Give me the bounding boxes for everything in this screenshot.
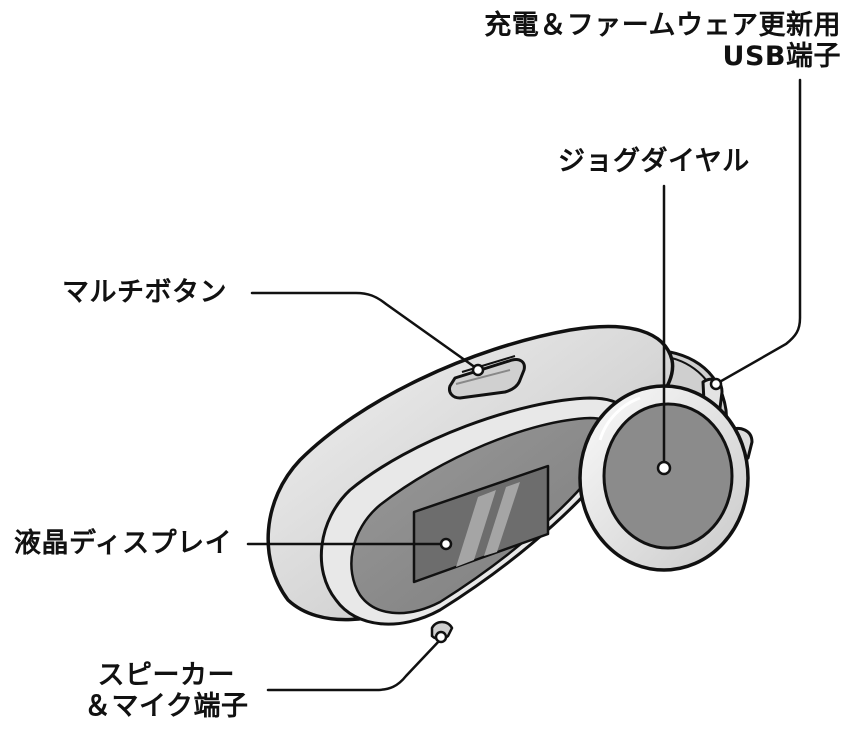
speaker-mic-label-line2: ＆マイク端子 bbox=[84, 691, 249, 722]
lcd-reflection-1 bbox=[456, 490, 496, 567]
speaker-mic-label: スピーカー ＆マイク端子 bbox=[84, 660, 248, 722]
multi-button-label: マルチボタン bbox=[62, 277, 227, 308]
usb-leader-line bbox=[714, 78, 802, 386]
usb-port-label-line2: USB端子 bbox=[722, 41, 841, 72]
usb-leader-dot bbox=[709, 377, 723, 391]
lcd-leader-dot bbox=[439, 537, 453, 551]
lcd-reflection-2 bbox=[484, 482, 520, 556]
jog-dial-label: ジョグダイヤル bbox=[558, 146, 750, 177]
multi-button-leader-dot bbox=[471, 363, 485, 377]
speaker-mic-label-line1: スピーカー bbox=[97, 660, 235, 691]
multi-button-leader-line bbox=[250, 291, 478, 370]
jog-leader-dot bbox=[656, 460, 672, 476]
usb-port-label: 充電＆ファームウェア更新用 USB端子 bbox=[484, 10, 841, 72]
speaker-leader-line bbox=[266, 638, 442, 692]
usb-port-label-line1: 充電＆ファームウェア更新用 bbox=[484, 10, 841, 41]
lcd-label: 液晶ディスプレイ bbox=[14, 528, 233, 559]
speaker-leader-dot bbox=[434, 630, 448, 644]
multi-button-illustration bbox=[448, 355, 526, 400]
jog-dial-illustration bbox=[578, 384, 750, 572]
